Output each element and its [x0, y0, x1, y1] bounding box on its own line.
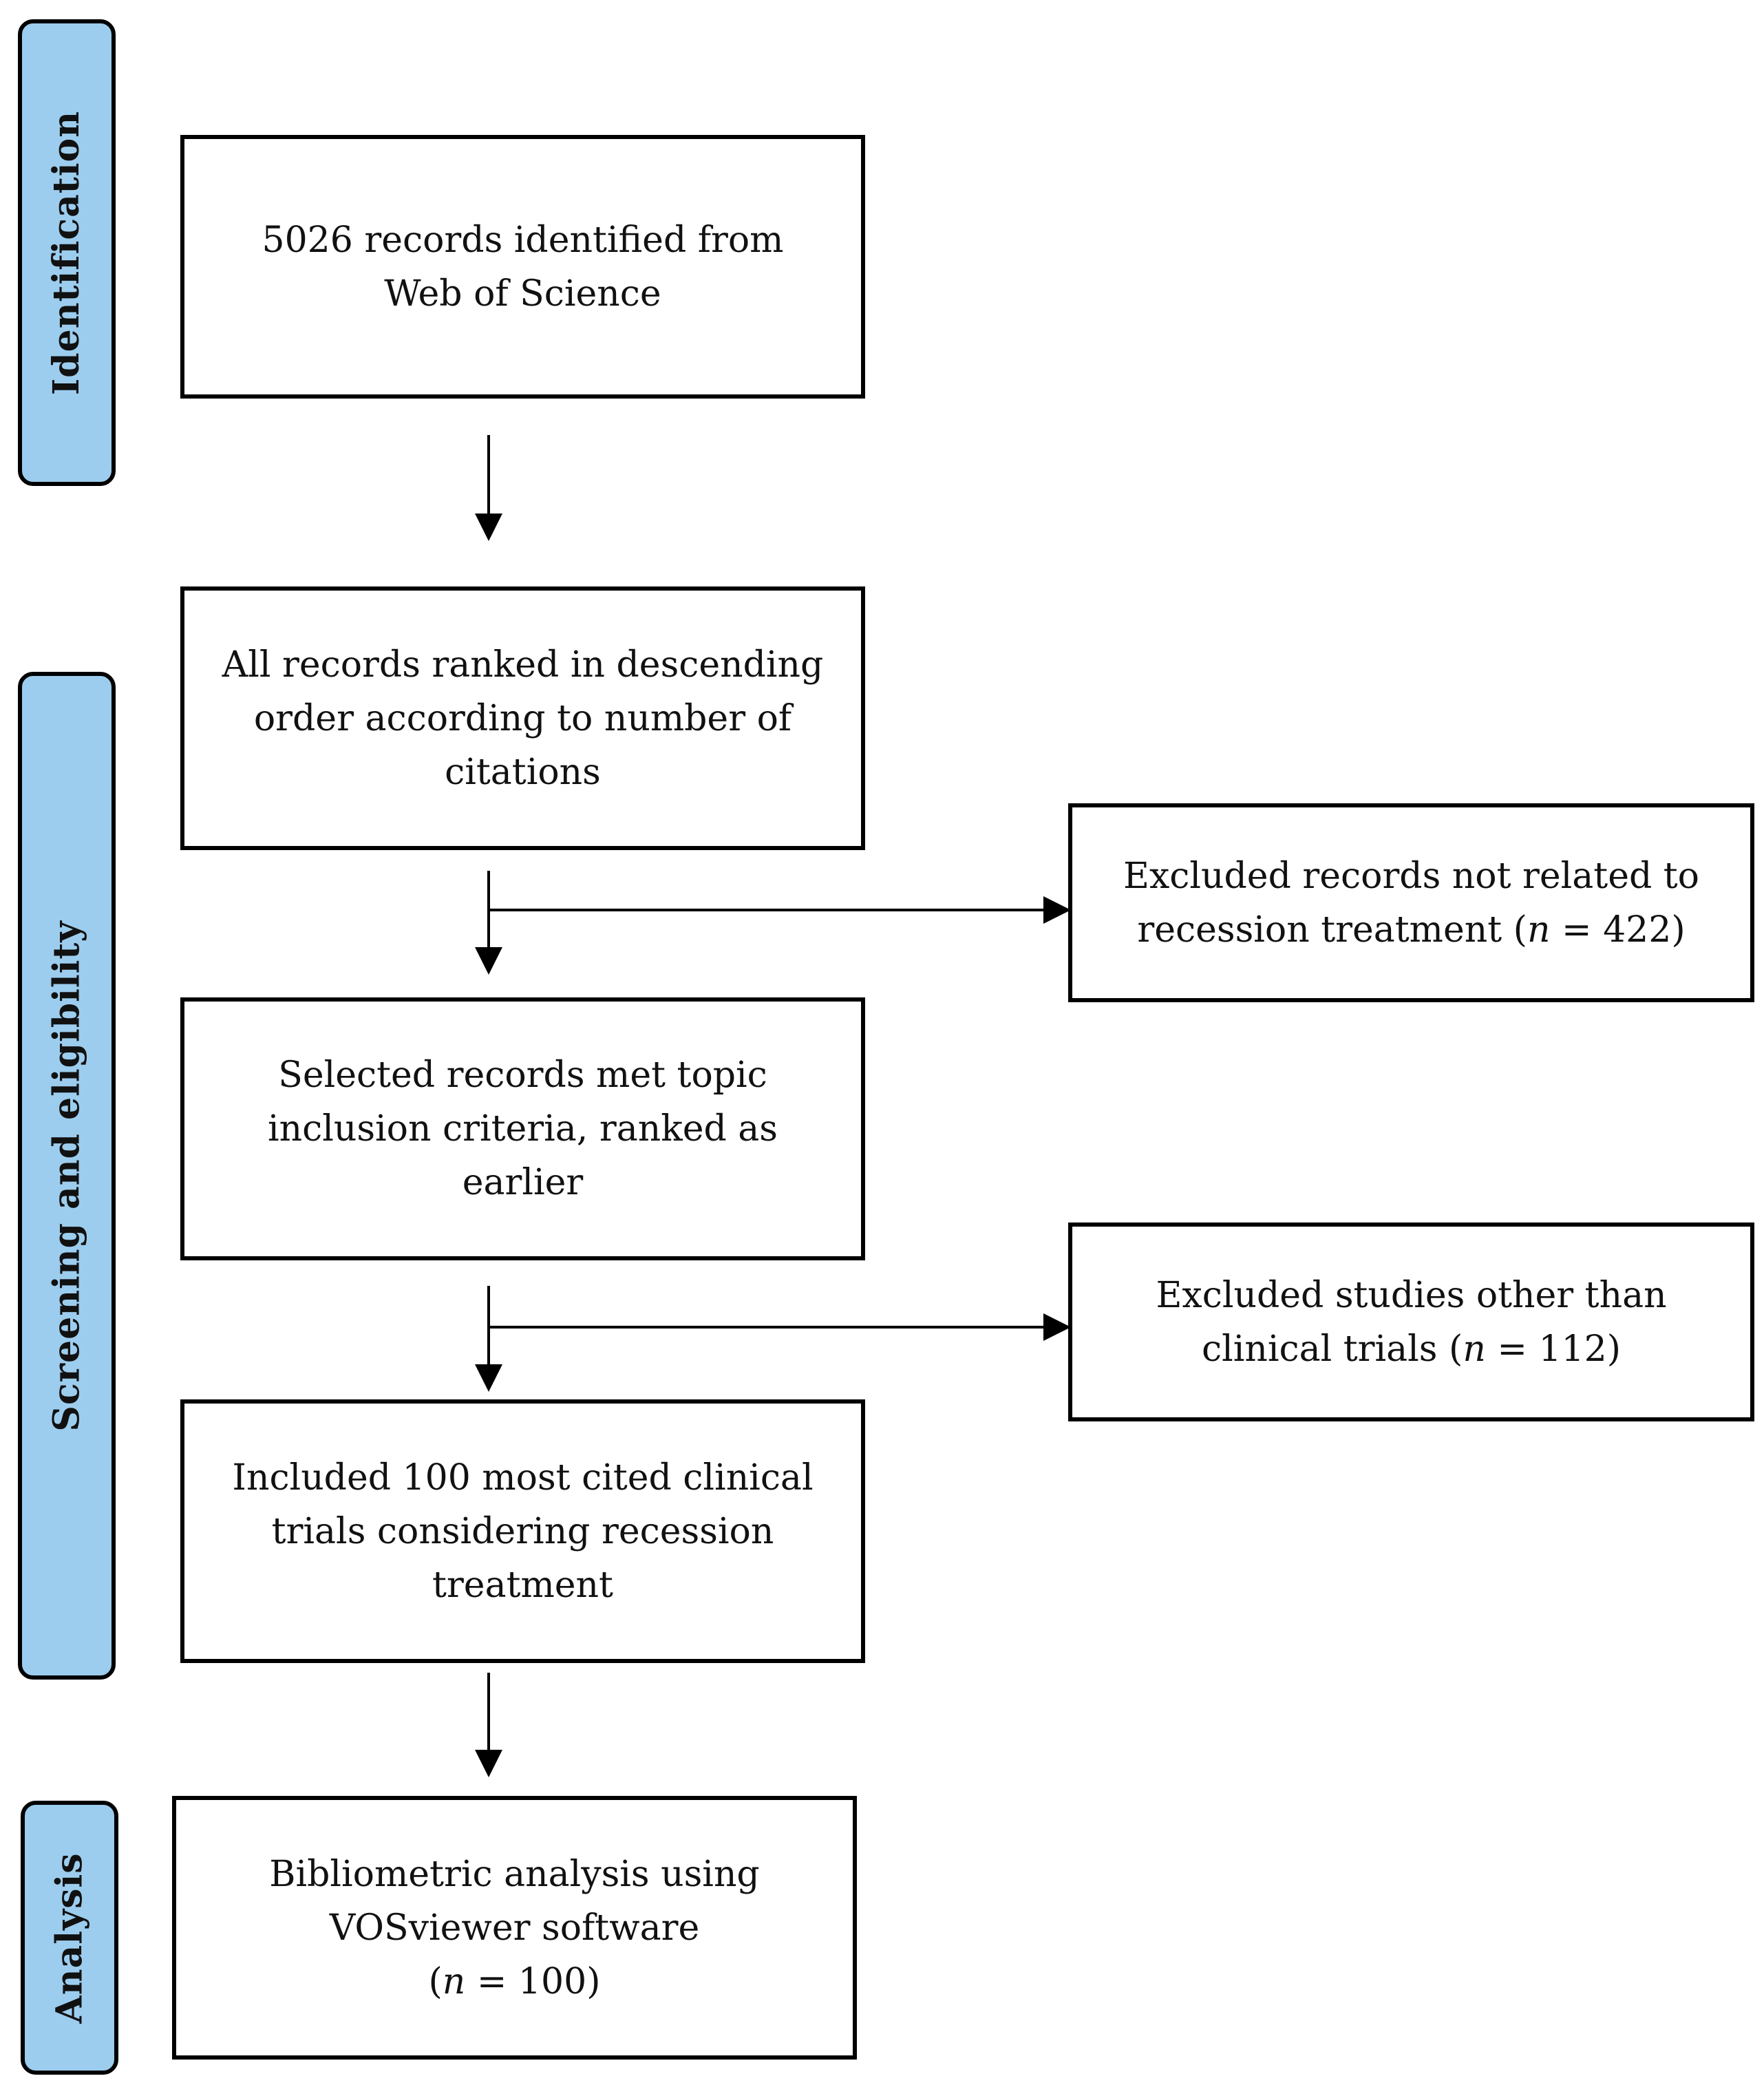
excluded-not-related-n-symbol: n: [1527, 909, 1551, 951]
excluded-not-related-text: Excluded records not related to recessio…: [1123, 855, 1699, 951]
records-selected-text: Selected records met topic inclusion cri…: [268, 1055, 778, 1203]
studies-included-box: Included 100 most cited clinical trials …: [180, 1399, 865, 1663]
stage-analysis: Analysis: [21, 1801, 118, 2075]
excluded-not-related-box: Excluded records not related to recessio…: [1068, 803, 1754, 1002]
analysis-n-symbol: n: [442, 1960, 466, 2002]
studies-included-text: Included 100 most cited clinical trials …: [232, 1457, 814, 1606]
stage-identification: Identification: [18, 19, 116, 486]
records-selected-box: Selected records met topic inclusion cri…: [180, 997, 865, 1260]
excluded-non-clinical-n-symbol: n: [1463, 1328, 1486, 1370]
excluded-non-clinical-text: Excluded studies other than clinical tri…: [1156, 1274, 1667, 1370]
excluded-not-related-n-value: = 422: [1561, 909, 1672, 951]
bibliometric-analysis-box: Bibliometric analysis using VOSviewer so…: [172, 1796, 857, 2060]
records-ranked-text: All records ranked in descending order a…: [222, 644, 824, 793]
excluded-non-clinical-description: Excluded studies other than clinical tri…: [1156, 1274, 1667, 1370]
excluded-non-clinical-n-value: = 112: [1497, 1328, 1607, 1370]
analysis-description: Bibliometric analysis using VOSviewer so…: [269, 1853, 760, 1949]
excluded-not-related-description: Excluded records not related to recessio…: [1123, 855, 1699, 951]
records-identified-box: 5026 records identified from Web of Scie…: [180, 135, 865, 399]
records-ranked-box: All records ranked in descending order a…: [180, 586, 865, 850]
analysis-n-value: = 100: [476, 1960, 587, 2002]
excluded-non-clinical-box: Excluded studies other than clinical tri…: [1068, 1223, 1754, 1421]
stage-screening-eligibility: Screening and eligibility: [18, 672, 116, 1680]
records-identified-text: 5026 records identified from Web of Scie…: [262, 219, 784, 315]
bibliometric-analysis-text: Bibliometric analysis using VOSviewer so…: [269, 1853, 760, 2002]
